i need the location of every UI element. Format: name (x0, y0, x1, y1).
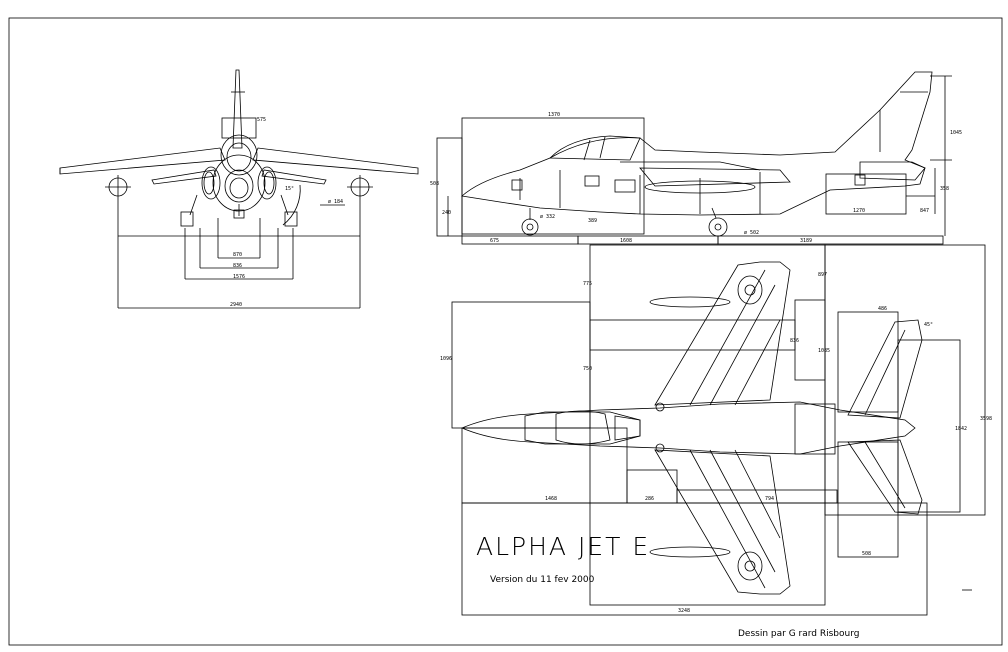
dim-top-tail-ang: 45° (924, 322, 933, 328)
side-view (436, 71, 952, 245)
dim-side-gear: 389 (588, 218, 597, 224)
dim-front-c: 836 (233, 263, 242, 269)
dim-top-b: 775 (583, 281, 592, 287)
dim-top-length: 3248 (678, 608, 690, 614)
dim-side-wheel-fwd: ø 332 (540, 214, 555, 220)
dim-top-tail-root: 508 (862, 551, 871, 557)
dim-top-span: 3598 (980, 416, 992, 422)
dim-side-tail-h: 358 (940, 186, 949, 192)
dim-top-a: 897 (818, 272, 827, 278)
dim-side-h2: 240 (442, 210, 451, 216)
dim-top-d: 836 (790, 338, 799, 344)
dim-side-wheel-main: ø 502 (744, 230, 759, 236)
front-view (59, 69, 419, 309)
dim-top-mid: 794 (765, 496, 774, 502)
dimension-labels: 575 870 836 1576 2940 ø 184 15° 1370 508… (230, 112, 992, 614)
dim-front-angle: 15° (285, 186, 294, 192)
dim-front-b: 870 (233, 252, 242, 258)
dim-front-span: 2940 (230, 302, 242, 308)
dim-top-e: 1096 (440, 356, 452, 362)
dim-side-tail-len: 1270 (853, 208, 865, 214)
dim-top-cockpit: 286 (645, 496, 654, 502)
dim-side-fin-height: 1045 (950, 130, 962, 136)
sheet-border (8, 17, 1003, 646)
top-view (451, 244, 986, 616)
dim-top-nose: 1468 (545, 496, 557, 502)
dim-side-top: 1370 (548, 112, 560, 118)
dim-side-wheelbase: 1608 (620, 238, 632, 244)
dim-top-f: 1085 (818, 348, 830, 354)
drawing-title: ALPHA JET E (476, 532, 650, 561)
drawing-version: Version du 11 fev 2000 (490, 575, 595, 585)
dim-top-c: 750 (583, 366, 592, 372)
dim-front-small: 575 (257, 117, 266, 123)
dim-top-total: 3189 (800, 238, 812, 244)
drawing-author: Dessin par G rard Risbourg (738, 629, 860, 639)
dim-front-diam: ø 184 (328, 199, 343, 205)
dim-top-tail-w: 486 (878, 306, 887, 312)
dim-front-d: 1576 (233, 274, 245, 280)
dim-side-left-base: 675 (490, 238, 499, 244)
dim-top-span-right: 1842 (955, 426, 967, 432)
dim-side-height-left: 508 (430, 181, 439, 187)
dim-side-tail-end: 847 (920, 208, 929, 214)
